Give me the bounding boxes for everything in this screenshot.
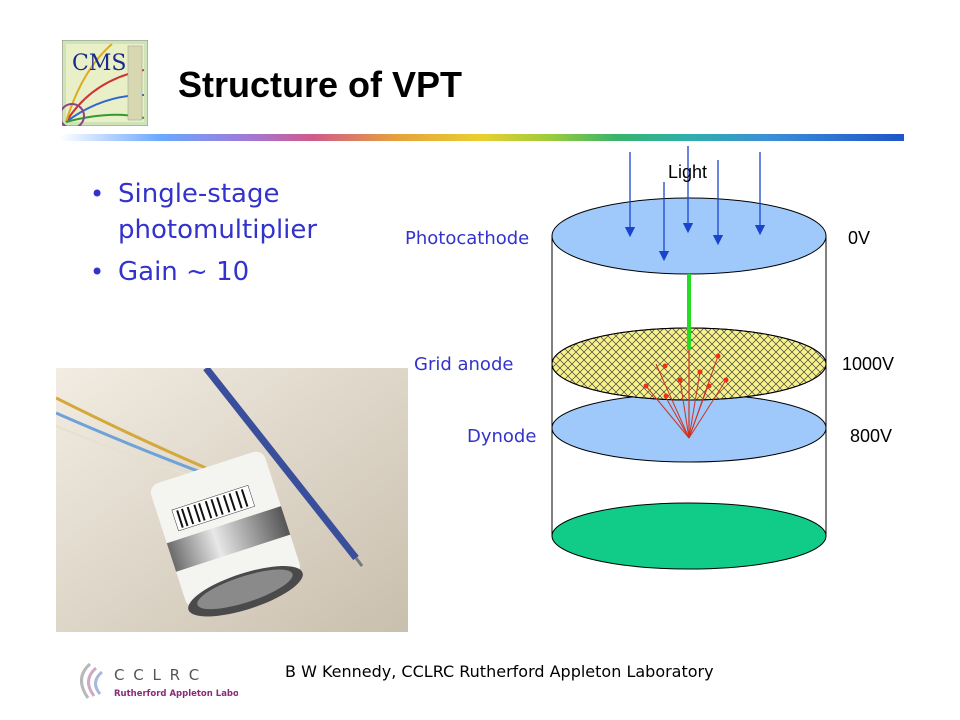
grid-anode-label: Grid anode (414, 354, 514, 375)
slide-title: Structure of VPT (178, 64, 463, 105)
cclrc-subtitle: Rutherford Appleton Laboratory (114, 689, 238, 699)
electron-dots (643, 353, 729, 399)
dynode-voltage: 800V (850, 426, 893, 446)
photocathode-disk (551, 197, 827, 275)
bullet-item: • Single-stage photomultiplier (88, 176, 408, 248)
grid-anode-voltage: 1000V (842, 354, 895, 374)
cclrc-logo: C C L R C Rutherford Appleton Laboratory (80, 662, 238, 699)
vpt-structure-diagram (551, 146, 827, 570)
dynode-label: Dynode (467, 426, 537, 447)
title-divider (60, 134, 904, 141)
light-label: Light (668, 162, 708, 182)
bullet-dot-icon: • (90, 258, 105, 286)
slide-footer: B W Kennedy, CCLRC Rutherford Appleton L… (285, 662, 714, 681)
base-disk (551, 502, 827, 570)
bullet-list: • Single-stage photomultiplier • Gain ~ … (88, 176, 408, 296)
bullet-item: • Gain ~ 10 (88, 254, 408, 290)
cms-logo: CMS (62, 40, 148, 126)
bullet-dot-icon: • (90, 180, 105, 208)
light-arrows (624, 146, 766, 262)
photocathode-label: Photocathode (405, 228, 530, 249)
bullet-text: Single-stage photomultiplier (118, 179, 318, 245)
cclrc-name: C C L R C (114, 666, 201, 684)
photocathode-voltage: 0V (848, 228, 871, 248)
bullet-text: Gain ~ 10 (118, 257, 250, 287)
cms-logo-text: CMS (72, 51, 126, 76)
secondary-electrons (645, 355, 727, 439)
vpt-photo (56, 368, 408, 632)
